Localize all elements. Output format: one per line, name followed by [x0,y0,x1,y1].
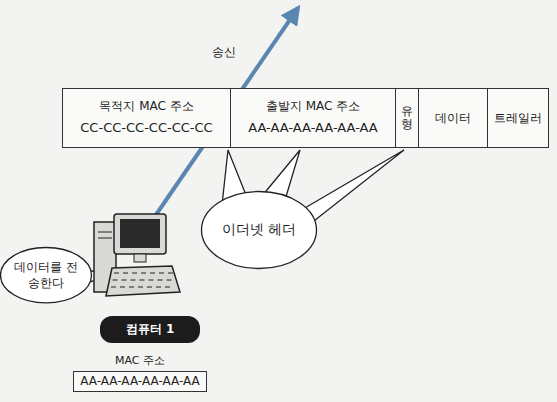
frame-field: 유형 [395,88,419,148]
field-name: 데이터를 전송한다 [14,259,78,291]
bubble-outline [1,248,92,303]
mac-address-box: MAC 주소 AA-AA-AA-AA-AA-AA [67,354,213,402]
frame-field: 데이터 [418,88,488,148]
frame-field: 목적지 MAC 주소 CC-CC-CC-CC-CC-CC [62,88,231,148]
field-name: 데이터 [435,111,471,126]
arrow-label: 송신 [212,44,236,61]
speech-bubble: 데이터를 전송한다 [0,246,93,304]
computer-label: 컴퓨터 1 [100,316,200,343]
mac-address: CC-CC-CC-CC-CC-CC [80,120,212,136]
field-name: 이더넷 헤더 [222,221,296,239]
bubble-outline [202,192,317,269]
mac-address: AA-AA-AA-AA-AA-AA [73,371,207,392]
bubble-tail [298,150,404,228]
field-name: 컴퓨터 1 [126,322,175,337]
mac-address: AA-AA-AA-AA-AA-AA [248,120,378,136]
field-name: 트레일러 [494,111,542,126]
computer-icon [94,214,180,296]
bubble-outline [0,246,93,304]
speech-bubble: 이더넷 헤더 [200,190,318,270]
field-name: 유형 [401,105,413,131]
field-name: 목적지 MAC 주소 [99,99,193,114]
field-name: 출발지 MAC 주소 [266,99,360,114]
field-name: MAC 주소 [115,354,165,368]
frame-field: 출발지 MAC 주소 AA-AA-AA-AA-AA-AA [230,88,396,148]
frame-field: 트레일러 [487,88,549,148]
